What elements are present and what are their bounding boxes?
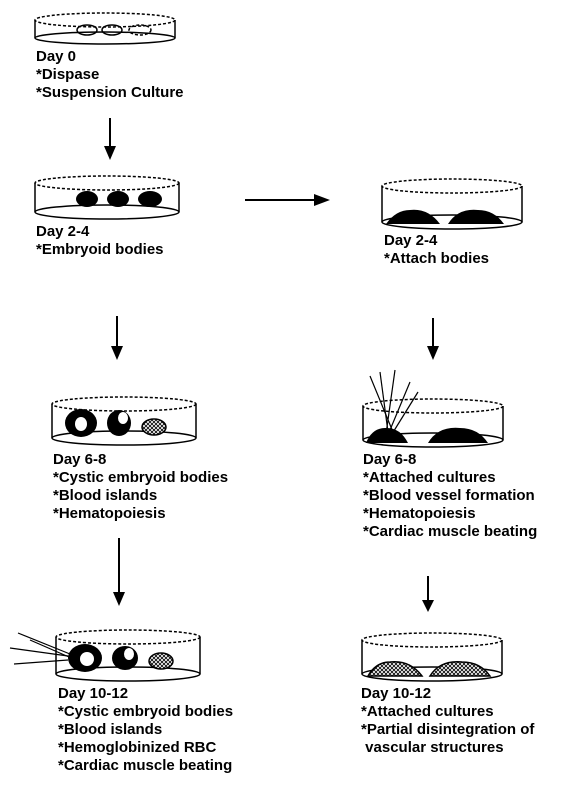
stage-line: *Partial disintegration of [361,721,534,739]
stage-line: *Attached cultures [363,469,537,487]
stage-line: *Embryoid bodies [36,241,164,259]
arrow-down-4 [113,538,125,606]
stage-line: *Hemoglobinized RBC [58,739,233,757]
stage-line: Day 10-12 [58,685,233,703]
stage-line: *Cardiac muscle beating [58,757,233,775]
stage-line: *Cystic embryoid bodies [58,703,233,721]
stage-line: Day 0 [36,48,184,66]
stage-line: *Blood vessel formation [363,487,537,505]
stage-line: Day 6-8 [53,451,228,469]
stage-line: Day 10-12 [361,685,534,703]
dish-eb-10-12 [10,630,200,681]
dish-attach-10-12 [362,633,502,681]
stage-line: *Attach bodies [384,250,489,268]
stage-line: *Suspension Culture [36,84,184,102]
arrow-down-1 [104,118,116,160]
arrow-down-5 [422,576,434,612]
stage-line: *Blood islands [58,721,233,739]
stage-line: *Hematopoiesis [53,505,228,523]
stage-line: Day 2-4 [384,232,489,250]
dish-attach-6-8 [363,370,503,447]
stage-line: *Dispase [36,66,184,84]
dish-attach-2-4 [382,179,522,229]
label-eb-2-4: Day 2-4 *Embryoid bodies [36,223,164,259]
stage-line: Day 6-8 [363,451,537,469]
dish-eb-6-8 [52,397,196,445]
arrow-right [245,194,330,206]
stage-line: *Blood islands [53,487,228,505]
stage-line: *Attached cultures [361,703,534,721]
dish-eb-2-4 [35,176,179,219]
label-attach-2-4: Day 2-4 *Attach bodies [384,232,489,268]
stage-line: *Cardiac muscle beating [363,523,537,541]
arrow-down-2 [111,316,123,360]
stage-line: vascular structures [361,739,534,757]
label-day0: Day 0 *Dispase *Suspension Culture [36,48,184,102]
dish-day0 [35,13,175,44]
label-eb-10-12: Day 10-12 *Cystic embryoid bodies *Blood… [58,685,233,775]
arrow-down-3 [427,318,439,360]
stage-line: *Cystic embryoid bodies [53,469,228,487]
label-attach-10-12: Day 10-12 *Attached cultures *Partial di… [361,685,534,757]
stage-line: Day 2-4 [36,223,164,241]
label-eb-6-8: Day 6-8 *Cystic embryoid bodies *Blood i… [53,451,228,523]
label-attach-6-8: Day 6-8 *Attached cultures *Blood vessel… [363,451,537,541]
stage-line: *Hematopoiesis [363,505,537,523]
